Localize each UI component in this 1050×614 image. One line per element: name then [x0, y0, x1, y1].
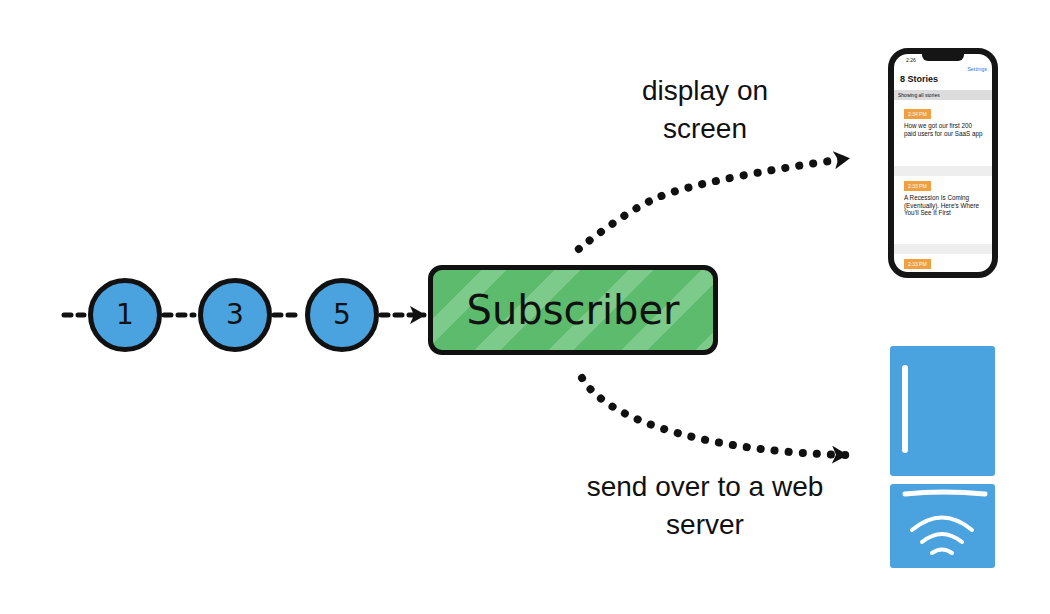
stream-line	[381, 313, 424, 318]
arrow-caption: send over to a web server	[585, 468, 825, 544]
stream-line	[274, 313, 301, 318]
send-arrow	[582, 378, 846, 455]
phone-notch	[922, 53, 964, 61]
card-divider	[894, 166, 992, 176]
settings-link: Settings	[967, 66, 987, 73]
time-tag: 2:33 PM	[904, 259, 931, 269]
screen-title: 8 Stories	[900, 74, 938, 85]
subscriber-box: Subscriber	[428, 265, 718, 355]
event-circle: 1	[88, 278, 162, 352]
server-icon	[890, 346, 995, 568]
stream-line	[164, 313, 194, 318]
arrow-caption: display on screen	[615, 72, 795, 148]
story-title: How we got our first 200 paid users for …	[904, 122, 984, 137]
event-circle: 5	[305, 278, 379, 352]
status-time: 2:26	[906, 57, 916, 63]
card-divider	[894, 244, 992, 254]
box-title: Subscriber	[467, 288, 680, 332]
filter-bar: Showing all stories	[894, 90, 992, 100]
story-title: A Recession Is Coming (Eventually). Here…	[904, 194, 984, 217]
time-tag: 2:33 PM	[904, 181, 931, 191]
event-value: 3	[226, 301, 244, 329]
event-value: 1	[116, 301, 134, 329]
stream-stub	[64, 313, 84, 318]
flow-arrow	[579, 158, 848, 249]
time-tag: 2:34 PM	[904, 109, 931, 119]
event-value: 5	[333, 301, 351, 329]
phone-screen: 2:26Settings 8 StoriesShowing all stories…	[888, 48, 998, 278]
event-circle: 3	[198, 278, 272, 352]
